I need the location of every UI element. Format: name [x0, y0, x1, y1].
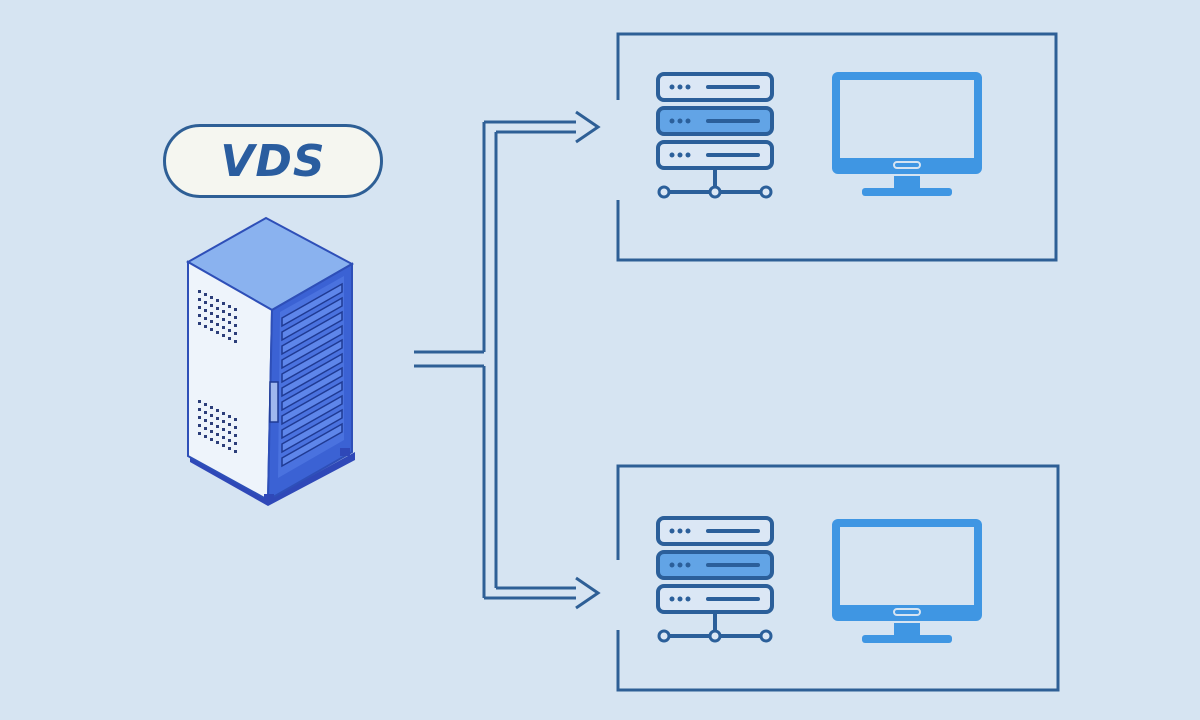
monitor-icon — [832, 519, 982, 643]
server-stack-icon — [656, 516, 774, 643]
connector-branch-upper — [484, 120, 576, 134]
connector-trunk — [414, 350, 484, 368]
arrow-head-lower — [575, 576, 601, 610]
connector-arrows — [414, 110, 601, 610]
connector-branch-lower — [484, 586, 576, 600]
server-stack-icon — [656, 72, 774, 199]
vds-badge: VDS — [163, 124, 383, 198]
arrow-head-upper — [575, 110, 601, 144]
node-panel-lower — [616, 464, 1060, 692]
vds-label: VDS — [220, 135, 326, 187]
node-panel-upper — [616, 32, 1058, 262]
server-rack-icon — [185, 216, 355, 506]
monitor-icon — [832, 72, 982, 196]
